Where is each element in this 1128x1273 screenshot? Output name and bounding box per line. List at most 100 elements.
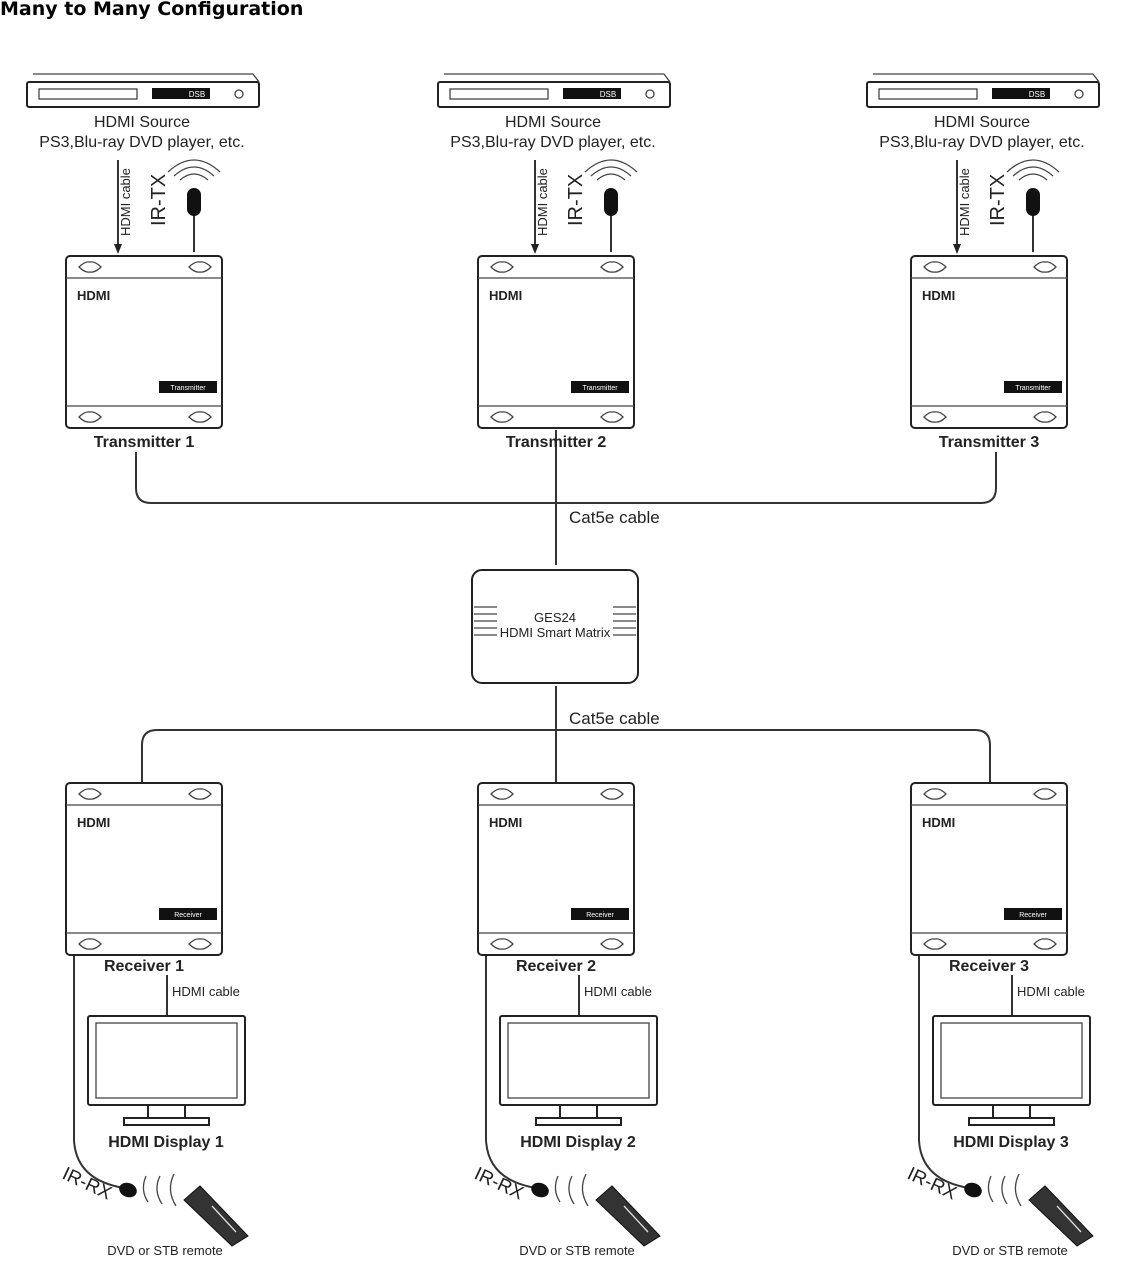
ir-tx-sensor-3: IR-TX HDMI cable (953, 159, 1060, 254)
transmitter-badge (1004, 381, 1062, 393)
ir-rx-label: IR-RX (59, 1163, 115, 1204)
transmitter-badge-text: Transmitter (582, 385, 618, 392)
receiver-badge (159, 908, 217, 920)
mount-hole (490, 411, 514, 423)
ir-tx-label: IR-TX (987, 174, 1009, 226)
cat5e-cable-label-top: Cat5e cable (569, 508, 660, 527)
mount-hole (923, 938, 947, 950)
hdmi-cable-label: HDMI cable (1017, 984, 1085, 999)
hdmi-logo: HDMI (77, 288, 110, 303)
mount-hole (490, 788, 514, 800)
hdmi-logo: HDMI (922, 815, 955, 830)
display-label: HDMI Display 2 (520, 1134, 636, 1151)
ir-rx-sensor (119, 1182, 137, 1198)
source-display (152, 88, 210, 99)
receiver-badge-text: Receiver (1019, 912, 1047, 919)
source-display (992, 88, 1050, 99)
mount-hole (78, 411, 102, 423)
display-monitor (87, 1015, 246, 1106)
source-label: HDMI Source (94, 114, 190, 131)
mount-hole (78, 788, 102, 800)
receiver-label: Receiver 1 (104, 958, 184, 975)
transmitter-label: Transmitter 2 (506, 434, 607, 451)
power-icon (1074, 89, 1084, 99)
ir-signal-icon (584, 159, 638, 181)
cat5e-cable-transmitters (135, 430, 997, 565)
transmitter-badge-text: Transmitter (170, 385, 206, 392)
source-display-text: DSB (1029, 90, 1045, 99)
source-sublabel: PS3,Blu-ray DVD player, etc. (39, 134, 244, 151)
ir-rx-sensor (531, 1182, 549, 1198)
mount-hole (923, 411, 947, 423)
ir-tx-sensor-2: IR-TX HDMI cable (531, 159, 638, 254)
transmitter-badge-text: Transmitter (1015, 385, 1051, 392)
cat5e-cable-receivers (141, 686, 991, 782)
mount-hole (1033, 411, 1057, 423)
source-display-text: DSB (189, 90, 205, 99)
hdmi-cable-label: HDMI cable (172, 984, 240, 999)
arrow-down-icon (114, 244, 122, 254)
receiver-label: Receiver 2 (516, 958, 596, 975)
remote-label: DVD or STB remote (952, 1243, 1068, 1258)
receiver-badge (571, 908, 629, 920)
transmitter-badge (159, 381, 217, 393)
ir-signal-icon (142, 1173, 177, 1207)
ir-rx-label: IR-RX (471, 1163, 527, 1204)
mount-hole (78, 261, 102, 273)
mount-hole (600, 411, 624, 423)
arrow-down-icon (531, 244, 539, 254)
source-label: HDMI Source (505, 114, 601, 131)
remote-label: DVD or STB remote (519, 1243, 635, 1258)
mount-hole (1033, 261, 1057, 273)
mount-hole (600, 788, 624, 800)
remote-label: DVD or STB remote (107, 1243, 223, 1258)
mount-hole (490, 261, 514, 273)
page-title: Many to Many Configuration (0, 0, 304, 20)
ir-signal-icon (987, 1173, 1022, 1207)
matrix-model: GES24 (534, 610, 576, 625)
source-sublabel: PS3,Blu-ray DVD player, etc. (879, 134, 1084, 151)
ir-tx-label: IR-TX (148, 174, 170, 226)
transmitter-label: Transmitter 1 (94, 434, 195, 451)
transmitter-badge (571, 381, 629, 393)
power-icon (234, 89, 244, 99)
hdmi-logo: HDMI (77, 815, 110, 830)
arrow-down-icon (953, 244, 961, 254)
receiver-badge (1004, 908, 1062, 920)
source-sublabel: PS3,Blu-ray DVD player, etc. (450, 134, 655, 151)
ir-rx-sensor (964, 1182, 982, 1198)
hdmi-logo: HDMI (922, 288, 955, 303)
cat5e-cable-label-bottom: Cat5e cable (569, 709, 660, 728)
receiver-badge-text: Receiver (174, 912, 202, 919)
remote-control-icon (1028, 1185, 1094, 1247)
hdmi-cable-label: HDMI cable (957, 168, 972, 236)
hdmi-logo: HDMI (489, 815, 522, 830)
receiver-badge-text: Receiver (586, 912, 614, 919)
mount-hole (188, 938, 212, 950)
mount-hole (490, 938, 514, 950)
mount-hole (78, 938, 102, 950)
hdmi-cable-label: HDMI cable (584, 984, 652, 999)
hdmi-cable-label: HDMI cable (535, 168, 550, 236)
ir-signal-icon (554, 1173, 589, 1207)
remote-control-icon (595, 1185, 661, 1247)
power-icon (645, 89, 655, 99)
ir-tx-label: IR-TX (565, 174, 587, 226)
mount-hole (188, 788, 212, 800)
source-display (563, 88, 621, 99)
matrix-name: HDMI Smart Matrix (500, 625, 611, 640)
ir-signal-icon (1006, 159, 1060, 181)
mount-hole (600, 261, 624, 273)
receiver-label: Receiver 3 (949, 958, 1029, 975)
